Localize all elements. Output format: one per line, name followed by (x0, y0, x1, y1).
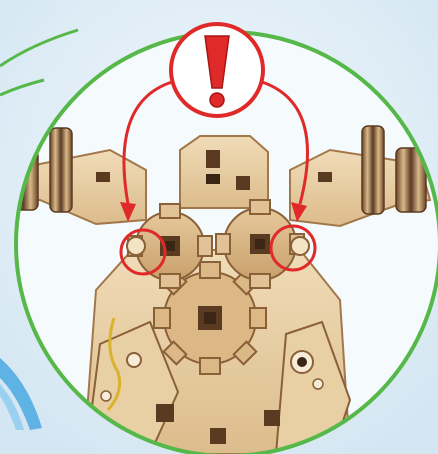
warning-exclamation-icon (171, 24, 263, 116)
peg-left (127, 237, 145, 255)
slot (264, 410, 280, 426)
peg-right (291, 237, 309, 255)
slot (210, 428, 226, 444)
slot (156, 404, 174, 422)
top-tower-part (180, 136, 268, 208)
